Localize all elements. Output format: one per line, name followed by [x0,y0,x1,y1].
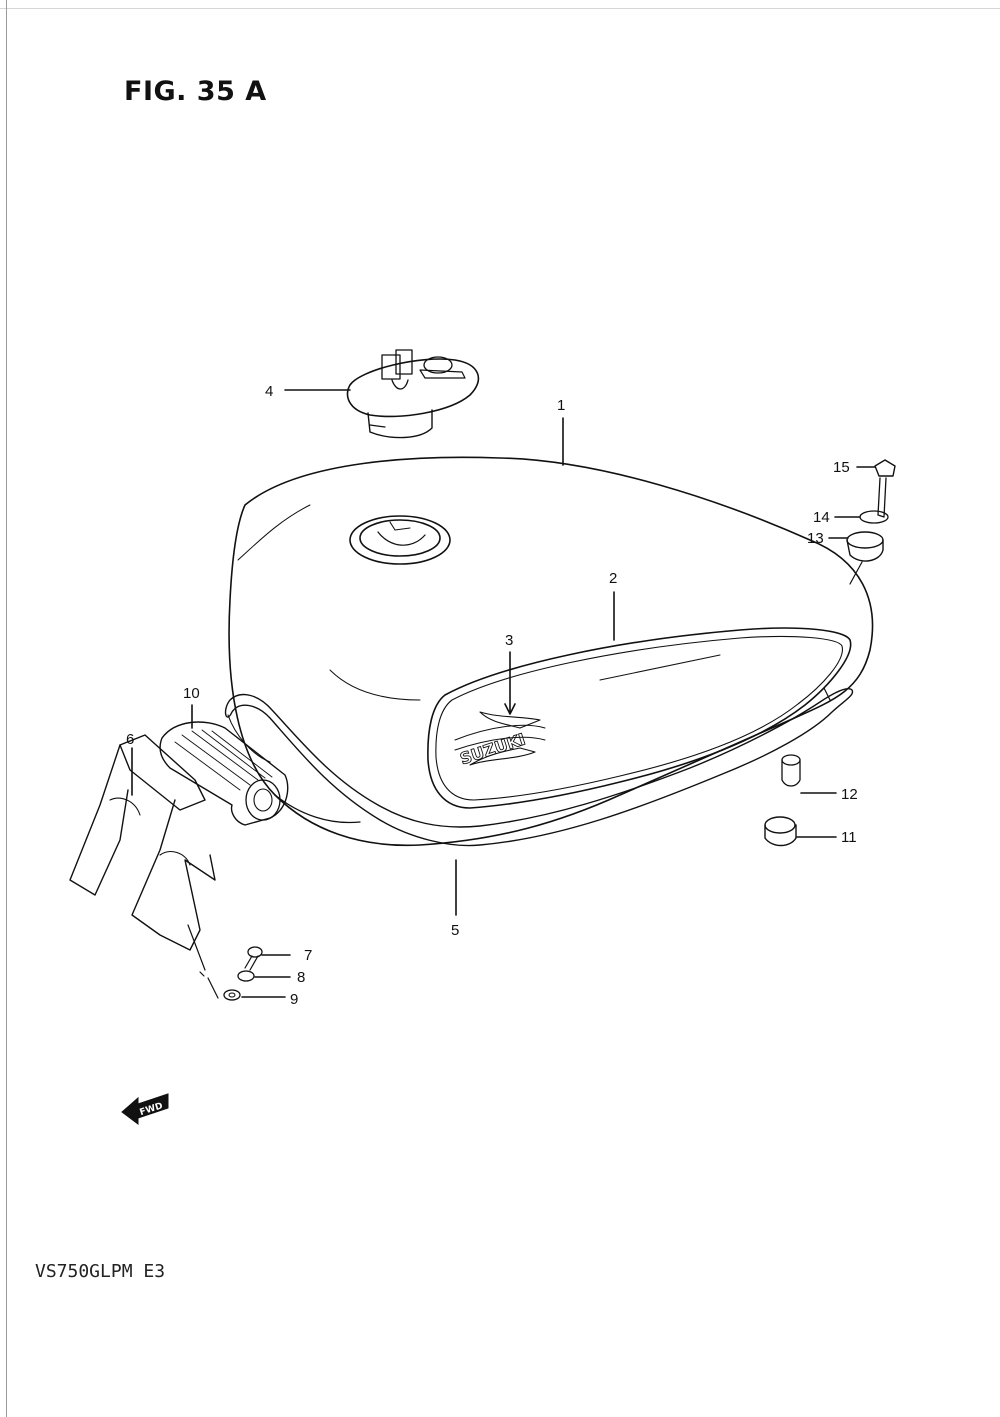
fuel-tank-part [229,457,872,845]
callout-14: 14 [813,509,830,526]
callout-6: 6 [126,731,134,748]
callout-13: 13 [807,530,824,547]
callout-10: 10 [183,685,200,702]
figure-title: FIG. 35 A [124,76,267,107]
screw-part [245,947,262,970]
lock-washer-part [238,971,254,981]
assembly-guide-line [188,925,218,998]
callout-12: 12 [841,786,858,803]
page-top-edge [0,8,1000,9]
flat-washer-part [224,990,240,1000]
page-left-edge [6,0,7,1417]
callout-7: 7 [304,947,312,964]
emblem-panel-part [428,628,851,808]
fuel-cap-part [347,350,478,438]
rubber-cushion-part [160,722,288,825]
rubber-mount-part [765,817,796,846]
callout-2: 2 [609,570,617,587]
leader-line-3 [505,652,515,714]
callout-8: 8 [297,969,305,986]
tank-trim-strip-part [226,689,853,846]
suzuki-logo-part [455,712,545,765]
callout-5: 5 [451,922,459,939]
cushion-part [847,532,883,561]
callout-15: 15 [833,459,850,476]
callout-3: 3 [505,632,513,649]
tank-mount-bracket-part [70,735,215,950]
bolt-part [875,460,895,517]
callout-9: 9 [290,991,298,1008]
callout-1: 1 [557,397,565,414]
callout-4: 4 [265,383,273,400]
model-code: VS750GLPM E3 [35,1261,166,1282]
callout-11: 11 [841,829,857,846]
spacer-part [782,755,800,786]
forward-direction-badge: FWD [122,1094,168,1124]
